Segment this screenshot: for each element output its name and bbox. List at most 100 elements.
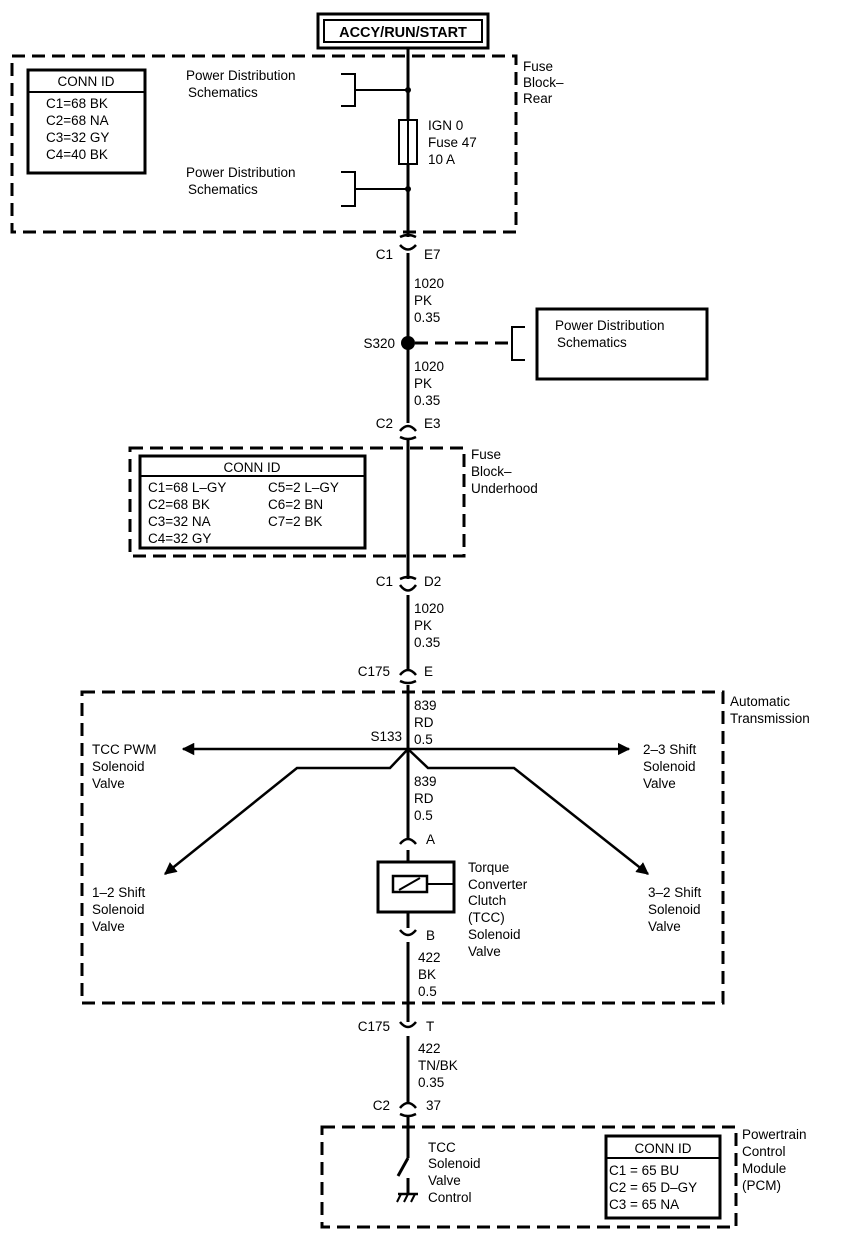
- wire-circuit: 839: [414, 774, 437, 789]
- wire-label-2: 1020 PK 0.35: [414, 359, 444, 408]
- wire-circuit: 1020: [414, 359, 444, 374]
- conn-id-underhood-row: C7=2 BK: [268, 514, 322, 529]
- wire-color: PK: [414, 293, 432, 308]
- splice-s133-label: S133: [370, 729, 402, 744]
- conn-id-rear-row: C3=32 GY: [46, 130, 109, 145]
- tcc-solenoid-line: Valve: [468, 944, 501, 959]
- fuse-block-underhood-label-2: Block–: [471, 464, 512, 479]
- pcm-label-2: Control: [742, 1144, 786, 1159]
- conn-id-pcm: CONN ID C1 = 65 BU C2 = 65 D–GY C3 = 65 …: [604, 1134, 722, 1220]
- wire-size: 0.5: [414, 732, 433, 747]
- conn-id-rear-row: C2=68 NA: [46, 113, 109, 128]
- pcm-module: Powertrain Control Module (PCM) TCC Sole…: [320, 1125, 807, 1229]
- power-dist-top-line-2: Schematics: [188, 85, 258, 100]
- tcc-solenoid-line: Solenoid: [468, 927, 521, 942]
- wire-size: 0.5: [414, 808, 433, 823]
- wire-size: 0.35: [414, 310, 440, 325]
- wire-color: RD: [414, 715, 434, 730]
- power-dist-bottom-line-2: Schematics: [188, 182, 258, 197]
- wire-label-422: 422 BK 0.5: [418, 950, 441, 999]
- fuse-block-underhood: Fuse Block– Underhood CONN ID C1=68 L–GY…: [128, 446, 538, 558]
- connector-label-right: E3: [424, 416, 441, 431]
- conn-id-underhood: CONN ID C1=68 L–GY C2=68 BK C3=32 NA C4=…: [138, 454, 367, 550]
- wire-circuit: 1020: [414, 601, 444, 616]
- conn-id-underhood-row: C6=2 BN: [268, 497, 323, 512]
- shift-32-line: Valve: [648, 919, 681, 934]
- tcc-pwm-line: Valve: [92, 776, 125, 791]
- fuse-block-rear-label-1: Fuse: [523, 59, 553, 74]
- connector-c2-e3: C2 E3: [376, 416, 441, 441]
- connector-c2-37: C2 37: [373, 1098, 441, 1118]
- fuse-47: IGN 0 Fuse 47 10 A: [398, 118, 477, 167]
- connector-a-label: A: [426, 832, 435, 847]
- wire-size: 0.35: [418, 1075, 444, 1090]
- tcc-control-switch: [396, 1157, 418, 1203]
- fuse-block-underhood-label-3: Underhood: [471, 481, 538, 496]
- wire-label-1: 1020 PK 0.35: [414, 276, 444, 325]
- wire-color: BK: [418, 967, 436, 982]
- wire-label-4: 422 TN/BK 0.35: [418, 1041, 458, 1090]
- pcm-control-line: TCC: [428, 1140, 456, 1155]
- conn-id-rear-title: CONN ID: [58, 74, 115, 89]
- wire-circuit: 839: [414, 698, 437, 713]
- wire-color: PK: [414, 618, 432, 633]
- connector-c1-e7: C1 E7: [376, 233, 441, 262]
- wire-circuit: 422: [418, 1041, 441, 1056]
- wire-label-839-bottom: 839 RD 0.5: [414, 774, 437, 823]
- shift-23-line: 2–3 Shift: [643, 742, 697, 757]
- automatic-transmission: Automatic Transmission 839 RD 0.5 S133 T…: [80, 690, 810, 1005]
- connector-a: A: [399, 832, 435, 847]
- power-dist-s320-line-1: Power Distribution: [555, 318, 665, 333]
- pcm-control-line: Valve: [428, 1173, 461, 1188]
- connector-label-left: C175: [358, 1019, 390, 1034]
- connector-c175-t: C175 T: [358, 1019, 435, 1034]
- shift-23-line: Solenoid: [643, 759, 696, 774]
- shift-32-line: 3–2 Shift: [648, 885, 702, 900]
- connector-label-right: E7: [424, 247, 441, 262]
- wire-circuit: 422: [418, 950, 441, 965]
- fuse-label-2: Fuse 47: [428, 135, 477, 150]
- tcc-solenoid-line: Clutch: [468, 893, 506, 908]
- wire-circuit: 1020: [414, 276, 444, 291]
- fuse-block-underhood-label-1: Fuse: [471, 447, 501, 462]
- connector-label-left: C2: [376, 416, 393, 431]
- connector-b-label: B: [426, 928, 435, 943]
- fuse-block-rear-label-3: Rear: [523, 91, 553, 106]
- tcc-pwm-label: TCC PWM Solenoid Valve: [92, 742, 157, 791]
- power-dist-s320-line-2: Schematics: [557, 335, 627, 350]
- fuse-block-rear-label-2: Block–: [523, 75, 564, 90]
- shift-32-line: Solenoid: [648, 902, 701, 917]
- conn-id-rear: CONN ID C1=68 BK C2=68 NA C3=32 GY C4=40…: [26, 68, 147, 175]
- tcc-pwm-line: TCC PWM: [92, 742, 157, 757]
- wire-label-839-top: 839 RD 0.5: [414, 698, 437, 747]
- conn-id-underhood-row: C5=2 L–GY: [268, 480, 339, 495]
- wire-color: TN/BK: [418, 1058, 458, 1073]
- connector-label-right: T: [426, 1019, 434, 1034]
- wire-color: PK: [414, 376, 432, 391]
- conn-id-underhood-row: C4=32 GY: [148, 531, 211, 546]
- pcm-control-line: Control: [428, 1190, 472, 1205]
- shift-32-label: 3–2 Shift Solenoid Valve: [648, 885, 702, 934]
- tcc-solenoid: Torque Converter Clutch (TCC) Solenoid V…: [376, 860, 528, 959]
- conn-id-underhood-row: C1=68 L–GY: [148, 480, 226, 495]
- shift-12-label: 1–2 Shift Solenoid Valve: [92, 885, 146, 934]
- wire-size: 0.5: [418, 984, 437, 999]
- connector-label-left: C1: [376, 574, 393, 589]
- automatic-transmission-label-1: Automatic: [730, 694, 790, 709]
- conn-id-underhood-title: CONN ID: [224, 460, 281, 475]
- branch-shift-12: [164, 748, 409, 875]
- conn-id-rear-row: C1=68 BK: [46, 96, 108, 111]
- fuse-label-3: 10 A: [428, 152, 455, 167]
- conn-id-pcm-title: CONN ID: [635, 1141, 692, 1156]
- conn-id-underhood-row: C2=68 BK: [148, 497, 210, 512]
- connector-c1-d2: C1 D2: [376, 574, 441, 592]
- connector-label-left: C175: [358, 664, 390, 679]
- pcm-label-1: Powertrain: [742, 1127, 807, 1142]
- power-distribution-reference-top: Power Distribution Schematics: [186, 68, 411, 107]
- shift-12-line: 1–2 Shift: [92, 885, 146, 900]
- wire-size: 0.35: [414, 393, 440, 408]
- connector-label-right: D2: [424, 574, 441, 589]
- conn-id-pcm-row: C1 = 65 BU: [609, 1163, 679, 1178]
- tcc-solenoid-line: Torque: [468, 860, 509, 875]
